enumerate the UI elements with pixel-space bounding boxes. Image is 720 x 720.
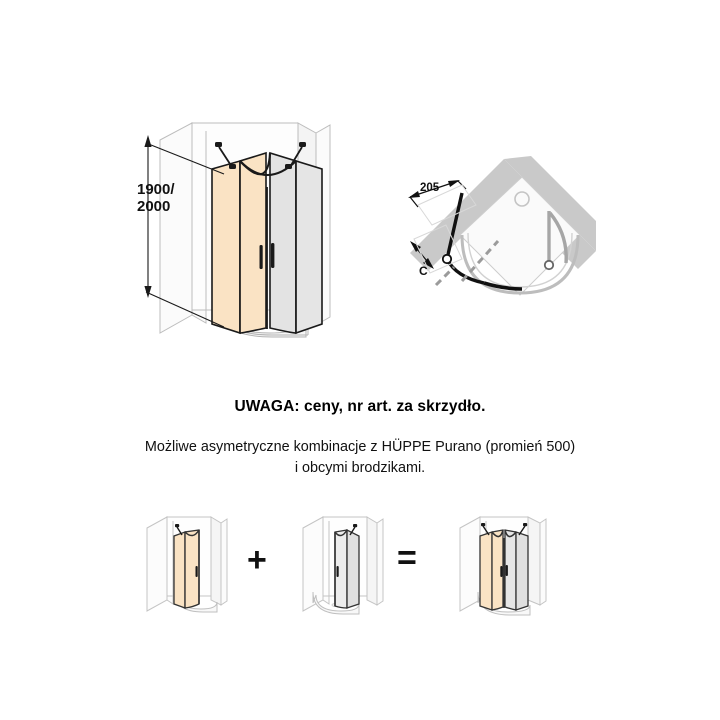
combination-item-right-panel: [293, 508, 393, 620]
roller-fitting-left: [215, 142, 236, 169]
swing-direction-dashes: [434, 239, 500, 287]
handle: [195, 566, 198, 577]
glass-panel-grey-fixed: [346, 528, 360, 609]
combination-item-left-panel: [133, 508, 233, 620]
glass-panel-beige-fixed: [479, 531, 493, 611]
notice-headline: UWAGA: ceny, nr art. za skrzydło.: [234, 398, 486, 415]
roller-fitting-left: [481, 523, 490, 536]
floor-area: [459, 176, 581, 296]
door-handle-right: [271, 243, 275, 268]
notice-body: Możliwe asymetryczne kombinacje z HÜPPE …: [0, 437, 720, 479]
notice-body-line-1: Możliwe asymetryczne kombinacje z HÜPPE …: [144, 439, 576, 455]
drain-symbol: [514, 191, 530, 207]
glass-panel-left: [211, 151, 267, 335]
main-isometric-diagram: [120, 105, 350, 355]
glass-panel-right: [269, 151, 323, 335]
glass-panel-beige-fixed: [173, 531, 186, 609]
dimension-c-label: C: [419, 264, 428, 278]
height-dimension-arrow: [144, 135, 225, 328]
handle-right: [505, 565, 508, 576]
construction-guides: [413, 184, 477, 274]
door-curved-segment: [483, 281, 523, 291]
notice-body-line-2: i obcymi brodzikami.: [294, 460, 426, 476]
hinge-pivot-right: [543, 259, 555, 271]
height-dimension-label: 1900/ 2000: [137, 181, 175, 215]
dimension-205-label: 205: [420, 182, 440, 194]
top-view-plan-diagram: [400, 155, 605, 305]
combination-item-combined: [448, 508, 558, 620]
handle-left: [500, 566, 503, 577]
glass-panel-grey-fixed: [515, 531, 529, 611]
roller-fitting-right: [285, 142, 306, 169]
operator-plus: +: [247, 541, 267, 579]
fixed-glass-right: [548, 211, 568, 264]
roller-fitting: [349, 524, 358, 536]
operator-equals: =: [397, 539, 417, 577]
glass-panel-beige-door: [491, 529, 504, 611]
roller-fitting: [175, 524, 183, 536]
tray-quadrant-outline: [460, 234, 580, 295]
roller-fitting-right: [518, 523, 528, 536]
hinge-pivot-left: [441, 253, 453, 265]
dimension-205: [408, 180, 467, 208]
door-handle-left: [259, 245, 263, 269]
handle: [336, 566, 339, 577]
